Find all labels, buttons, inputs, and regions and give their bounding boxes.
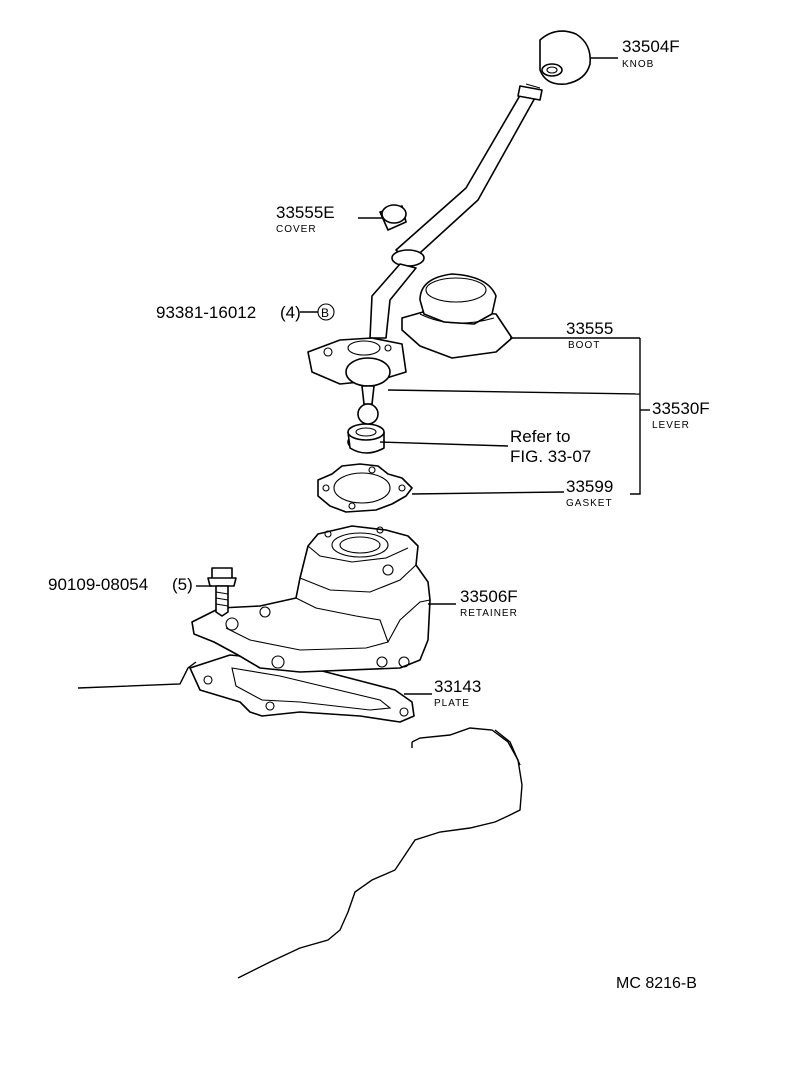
refer-leader-line xyxy=(379,441,509,447)
bolt-b-part-number: 93381-16012 xyxy=(156,303,256,322)
refer-line-2: FIG. 33-07 xyxy=(510,447,591,466)
boot-part-number: 33555 xyxy=(566,319,613,338)
knob-part-number: 33504F xyxy=(622,37,680,56)
bolt-part xyxy=(207,567,237,617)
plate-name: PLATE xyxy=(434,698,470,709)
lever-part-number: 33530F xyxy=(652,399,710,418)
knob-name: KNOB xyxy=(622,59,654,70)
refer-line-1: Refer to xyxy=(510,427,570,446)
lever-part xyxy=(307,83,543,425)
gasket-leader-line xyxy=(411,491,565,495)
lever-name: LEVER xyxy=(652,420,690,431)
plate-part-number: 33143 xyxy=(434,677,481,696)
retainer-name: RETAINER xyxy=(460,608,518,619)
figure-code: MC 8216-B xyxy=(616,975,697,992)
lever-leader-line xyxy=(387,389,641,395)
bolt-b-marker-circle xyxy=(317,303,335,321)
boot-part xyxy=(401,273,513,359)
cover-part xyxy=(379,204,407,231)
boot-name: BOOT xyxy=(568,340,600,351)
gasket-part xyxy=(317,463,413,513)
bushing-part xyxy=(347,423,385,454)
retainer-part-number: 33506F xyxy=(460,587,518,606)
lever-bracket-line xyxy=(630,338,641,495)
bolt-b-marker: B xyxy=(321,306,329,320)
gasket-part-number: 33599 xyxy=(566,477,613,496)
leader-lines xyxy=(196,57,650,695)
retainer-part xyxy=(191,525,431,673)
knob-part xyxy=(539,30,592,86)
bolt-qty: (5) xyxy=(172,575,193,594)
bolt-b-qty: (4) xyxy=(280,303,301,322)
bolt-part-number: 90109-08054 xyxy=(48,575,148,594)
cover-name: COVER xyxy=(276,224,317,235)
gasket-name: GASKET xyxy=(566,498,613,509)
cover-part-number: 33555E xyxy=(276,203,335,222)
transmission-case-outline xyxy=(77,661,523,979)
